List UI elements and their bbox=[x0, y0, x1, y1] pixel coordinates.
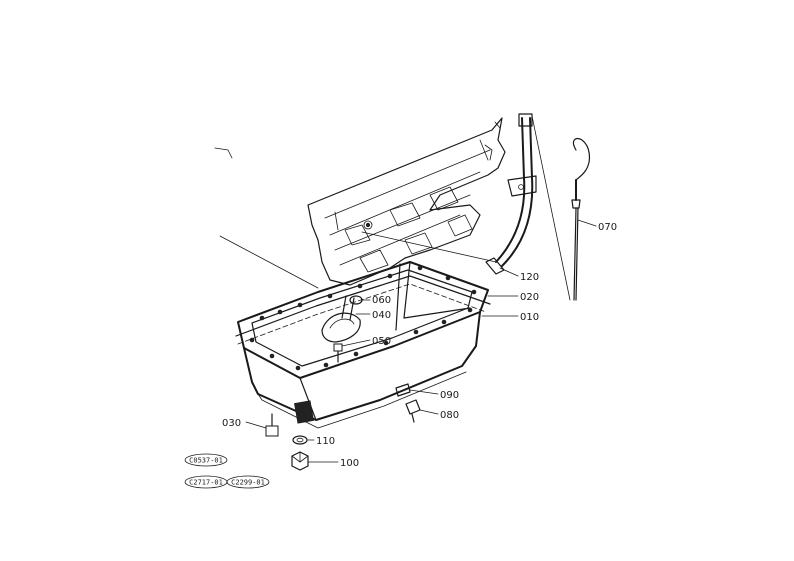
strainer-bolt bbox=[333, 343, 343, 363]
part-label-090: 090 bbox=[440, 390, 459, 401]
part-label-100: 100 bbox=[340, 458, 359, 469]
assembly-center-line bbox=[219, 235, 319, 289]
dipstick bbox=[571, 137, 591, 301]
dipstick-axis-line bbox=[531, 115, 571, 301]
reference-code-2[interactable]: C2717-01 bbox=[184, 475, 228, 489]
engine-block bbox=[214, 117, 506, 286]
part-label-080: 080 bbox=[440, 410, 459, 421]
pan-bolt bbox=[265, 413, 279, 437]
dipstick-guide-tube bbox=[485, 113, 537, 275]
part-label-060: 060 bbox=[372, 295, 391, 306]
drain-plug bbox=[291, 451, 309, 471]
part-label-110: 110 bbox=[316, 436, 335, 447]
part-label-040: 040 bbox=[372, 310, 391, 321]
part-label-070: 070 bbox=[598, 222, 617, 233]
oil-strainer bbox=[321, 295, 361, 343]
plug-090 bbox=[395, 383, 411, 397]
oil-pan-gasket bbox=[235, 275, 491, 345]
part-label-030: 030 bbox=[222, 418, 241, 429]
reference-code-1-text: C0537-01 bbox=[189, 457, 223, 465]
part-label-010: 010 bbox=[520, 312, 539, 323]
bolt-080 bbox=[405, 399, 421, 423]
leader-engine-to-tube bbox=[361, 231, 497, 263]
part-label-020: 020 bbox=[520, 292, 539, 303]
pan-flange-bolts bbox=[249, 265, 477, 371]
reference-code-2-text: C2717-01 bbox=[189, 479, 223, 487]
reference-code-1[interactable]: C0537-01 bbox=[184, 453, 228, 467]
leader-lines bbox=[245, 219, 597, 463]
part-label-050: 050 bbox=[372, 336, 391, 347]
reference-code-3[interactable]: C2299-01 bbox=[226, 475, 270, 489]
part-label-120: 120 bbox=[520, 272, 539, 283]
oil-pan bbox=[237, 261, 489, 429]
reference-code-3-text: C2299-01 bbox=[231, 479, 265, 487]
drain-washer bbox=[292, 435, 308, 445]
